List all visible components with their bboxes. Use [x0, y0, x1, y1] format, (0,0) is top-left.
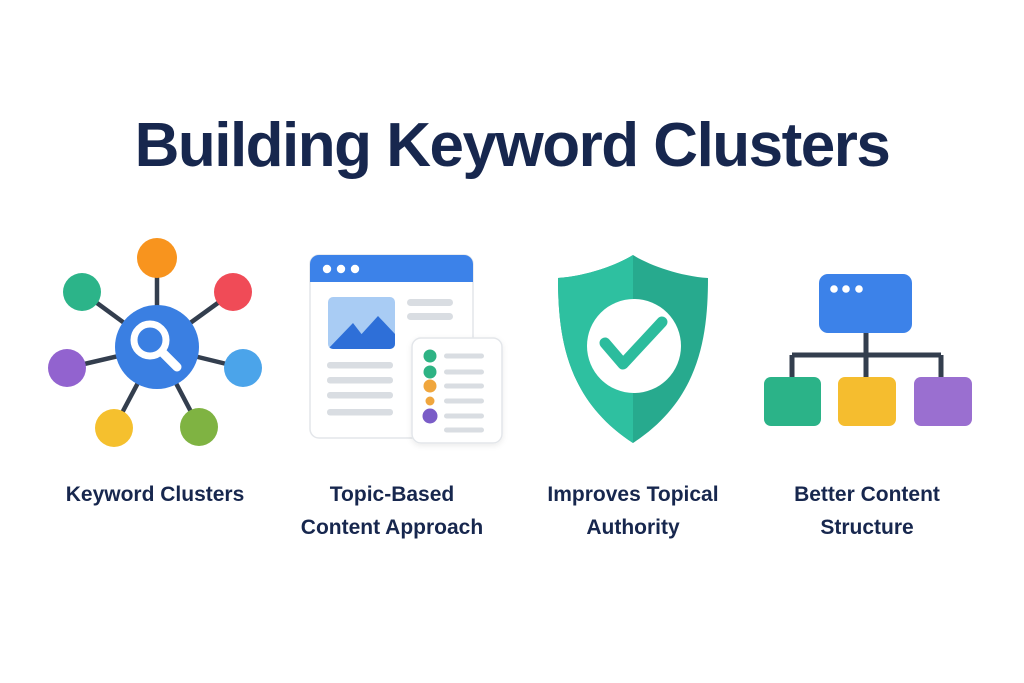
window-dot — [350, 264, 360, 274]
satellite-node-orange — [137, 238, 177, 278]
satellite-node-yellow — [95, 409, 133, 447]
text-line — [444, 383, 484, 389]
window-dot — [842, 285, 850, 293]
text-line — [444, 353, 484, 359]
org-parent-box — [819, 274, 912, 333]
text-line — [327, 377, 393, 384]
org-child-box-purple — [914, 377, 972, 426]
page-title: Building Keyword Clusters — [134, 111, 891, 180]
item-label-content-structure: Better Content Structure — [794, 483, 940, 539]
text-line — [444, 413, 484, 419]
org-child-box-green — [764, 377, 821, 426]
item-label-topical-authority: Improves Topical Authority — [547, 483, 719, 539]
text-line — [407, 313, 453, 320]
list-bullet — [425, 396, 435, 406]
checkmark-icon — [599, 316, 668, 370]
checklist-card — [411, 337, 503, 444]
window-dot — [830, 285, 838, 293]
window-dot — [855, 285, 863, 293]
keyword-cluster-icon — [48, 238, 262, 447]
item-label-topic-based-content: Topic-Based Content Approach — [300, 483, 484, 539]
text-line — [407, 299, 453, 306]
org-child-box-yellow — [838, 377, 896, 426]
text-line — [444, 369, 484, 375]
satellite-node-light-blue — [224, 349, 262, 387]
text-line — [327, 392, 393, 399]
mountains-icon — [328, 316, 395, 349]
list-bullet — [423, 349, 437, 363]
window-dot — [336, 264, 346, 274]
hub-circle — [115, 305, 199, 389]
list-bullet — [423, 379, 437, 393]
satellite-node-olive — [180, 408, 218, 446]
list-bullet — [423, 365, 437, 379]
window-dots — [322, 264, 360, 274]
browser-titlebar — [310, 255, 473, 282]
satellite-node-red — [214, 273, 252, 311]
window-dots — [830, 285, 863, 293]
item-label-keyword-clusters: Keyword Clusters — [65, 483, 245, 506]
search-icon — [130, 320, 182, 372]
satellite-node-teal — [63, 273, 101, 311]
org-connector — [789, 333, 944, 378]
browser-document-icon — [309, 254, 503, 444]
window-dot — [322, 264, 332, 274]
text-line — [444, 398, 484, 404]
text-line — [327, 409, 393, 416]
list-bullet — [422, 408, 438, 424]
hierarchy-chart-icon — [764, 274, 972, 426]
satellite-node-purple — [48, 349, 86, 387]
text-line — [444, 427, 484, 433]
shield-check-icon — [558, 255, 708, 443]
text-line — [327, 362, 393, 369]
